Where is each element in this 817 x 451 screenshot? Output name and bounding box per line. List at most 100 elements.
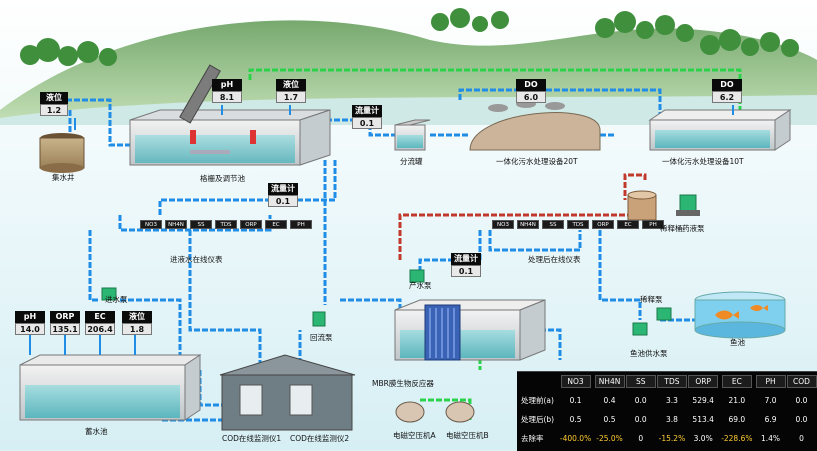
table-cell: 0.0 [634, 396, 647, 405]
outlet-sensor-head: SS [542, 220, 564, 229]
table-header-cell: TDS [656, 372, 688, 391]
table-header-cell [517, 372, 557, 391]
table-cell: 69.0 [728, 415, 746, 424]
return-pump-label: 回流泵 [310, 333, 333, 342]
do20-value: 6.0 [516, 91, 546, 103]
inlet-sensor-row: NO3 NH4N SS TDS ORP EC PH [140, 220, 312, 229]
flow1-value: 0.1 [352, 117, 382, 129]
dilution-tank-label: 稀释桶 [660, 224, 683, 233]
grille-label: 格栅及调节池 [200, 174, 245, 183]
cod1-label: COD在线监测仪1 [222, 434, 282, 443]
plant20-label: 一体化污水处理设备20T [496, 157, 578, 166]
table-cell: 0.4 [603, 396, 616, 405]
inlet-sensor-head: PH [290, 220, 312, 229]
inlet-sensor-head: SS [190, 220, 212, 229]
outlet-sensor-head: EC [617, 220, 639, 229]
row-label: 处理后(b) [521, 415, 555, 424]
dilution-pump-label: 稀释泵 [640, 295, 663, 304]
storage-label: 蓄水池 [85, 427, 108, 436]
dosing-pump-graphic [676, 194, 700, 216]
out-pump-label: 产水泵 [409, 281, 432, 290]
inlet-sensor-head: EC [265, 220, 287, 229]
table-header-cell: PH [755, 372, 786, 391]
table-cell: 0 [799, 434, 804, 443]
do20-tag: DO [516, 79, 546, 91]
pool-orp-tag: ORP [50, 311, 80, 323]
fish-pond-graphic [694, 291, 786, 339]
table-cell: -400.0% [559, 434, 592, 443]
table-header-cell: NO3 [557, 372, 593, 391]
table-header-cell: NH4N [594, 372, 626, 391]
table-cell: 513.4 [692, 415, 714, 424]
fish-pump-label: 鱼池供水泵 [630, 349, 668, 358]
table-cell: 0.1 [569, 396, 582, 405]
table-cell: 0.0 [795, 415, 808, 424]
pool-level-value: 1.8 [122, 323, 152, 335]
outlet-sensor-head: NH4N [517, 220, 539, 229]
grille-tank-graphic [129, 64, 331, 166]
outlet-sensor-head: ORP [592, 220, 614, 229]
well-level-value: 1.2 [40, 104, 68, 116]
table-row: 去除率 -400.0% -25.0% 0 -15.2% 3.0% -228.6%… [517, 429, 817, 448]
cod-shed-graphic [219, 354, 356, 431]
pool-ph-tag: pH [15, 311, 45, 323]
well-level-tag: 液位 [40, 92, 68, 104]
flow3-value: 0.1 [451, 265, 481, 277]
inlet-monitor-label: 进液水在线仪表 [170, 255, 223, 264]
blower-graphic [395, 401, 475, 423]
table-cell: 3.8 [665, 415, 678, 424]
table-cell: 0.0 [634, 415, 647, 424]
plant10-graphic [648, 109, 792, 151]
dilution-tank-graphic [627, 190, 657, 221]
table-header-cell: ORP [688, 372, 719, 391]
splitter-label: 分流罐 [400, 157, 423, 166]
flow1-tag: 流量计 [352, 105, 382, 117]
blower-b-label: 电磁空压机B [446, 431, 489, 440]
do10-value: 6.2 [712, 91, 742, 103]
table-cell: 3.3 [665, 396, 678, 405]
outlet-sensor-head: TDS [567, 220, 589, 229]
inlet-pump-label: 进水泵 [105, 295, 128, 304]
table-cell: 0.5 [603, 415, 616, 424]
table-header-cell: COD [786, 372, 817, 391]
reg-level-tag: 液位 [276, 79, 306, 91]
outlet-monitor-label: 处理后在线仪表 [528, 255, 581, 264]
pool-orp-value: 135.1 [50, 323, 80, 335]
reg-ph-value: 8.1 [212, 91, 242, 103]
row-label: 处理前(a) [521, 396, 554, 405]
table-header-row: NO3 NH4N SS TDS ORP EC PH COD [517, 372, 817, 391]
table-cell: 3.0% [693, 434, 713, 443]
mbr-graphic [394, 299, 546, 361]
inlet-sensor-head: TDS [215, 220, 237, 229]
pool-ec-tag: EC [85, 311, 115, 323]
fish-pond-label: 鱼池 [730, 338, 745, 347]
flow3-tag: 流量计 [451, 253, 481, 265]
table-row: 处理后(b) 0.5 0.5 0.0 3.8 513.4 69.0 6.9 0.… [517, 410, 817, 429]
table-cell: -25.0% [596, 434, 623, 443]
table-cell: 21.0 [728, 396, 746, 405]
table-cell: 6.9 [764, 415, 777, 424]
table-cell: 529.4 [692, 396, 714, 405]
outlet-sensor-row: NO3 NH4N SS TDS ORP EC PH [492, 220, 664, 229]
outlet-sensor-head: PH [642, 220, 664, 229]
water-quality-table: NO3 NH4N SS TDS ORP EC PH COD 处理前(a) 0.1… [517, 371, 817, 451]
flow2-value: 0.1 [268, 195, 298, 207]
mbr-label: MBR膜生物反应器 [372, 379, 434, 388]
pool-level-tag: 液位 [122, 311, 152, 323]
table-cell: -15.2% [658, 434, 686, 443]
plant20-graphic [469, 100, 601, 151]
table-cell: 0.5 [569, 415, 582, 424]
table-cell: 7.0 [764, 396, 777, 405]
splitter-graphic [394, 119, 431, 151]
table-cell: 1.4% [761, 434, 781, 443]
inlet-sensor-head: NH4N [165, 220, 187, 229]
flow2-tag: 流量计 [268, 183, 298, 195]
outlet-sensor-head: NO3 [492, 220, 514, 229]
inlet-sensor-head: NO3 [140, 220, 162, 229]
table-cell: -228.6% [721, 434, 753, 443]
inlet-sensor-head: ORP [240, 220, 262, 229]
table-cell: 0 [638, 434, 644, 443]
well-label: 集水井 [52, 173, 75, 182]
pool-ec-value: 206.4 [85, 323, 115, 335]
